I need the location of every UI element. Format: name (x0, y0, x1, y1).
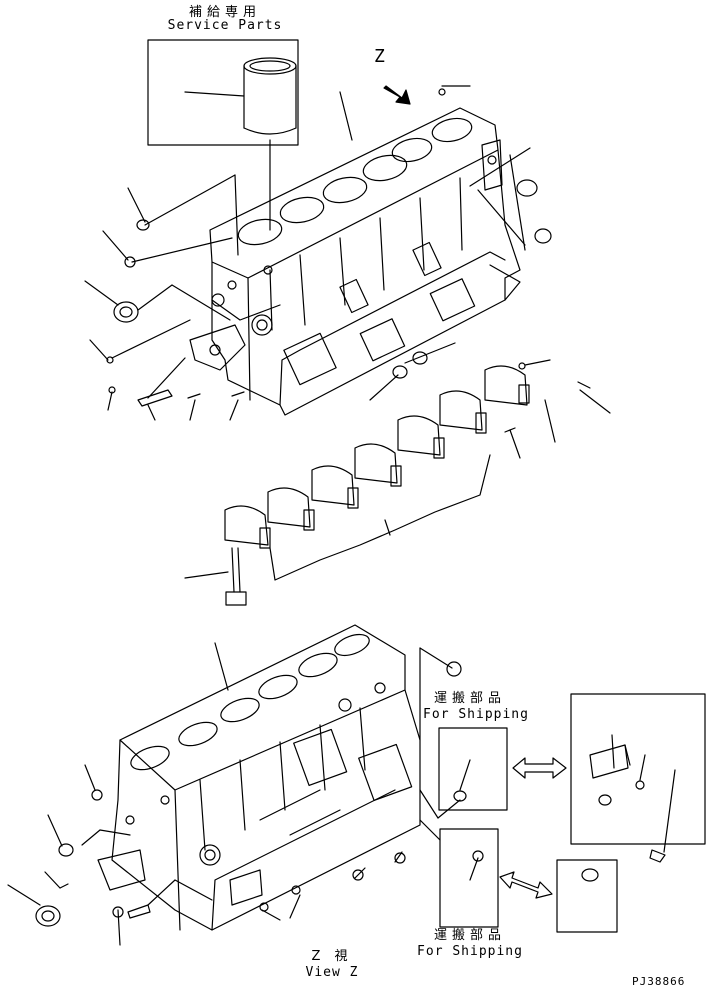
view-z-arrow (383, 85, 411, 105)
double-arrow-1 (512, 757, 567, 779)
bearing-caps-bracket (269, 454, 491, 581)
main-bolt (225, 547, 247, 606)
shipping-detail-box (570, 693, 706, 863)
cylinder-block-bottom (97, 624, 421, 931)
cylinder-liner (243, 57, 297, 135)
for-shipping-en-label-2: For Shipping (417, 944, 523, 959)
main-bearing-caps (224, 365, 530, 549)
service-parts-jp-label: 補給専用 (188, 5, 262, 20)
service-parts-box (147, 39, 299, 231)
view-z-jp-label: Z 視 (311, 949, 353, 964)
leader-line (184, 91, 245, 97)
leader-lines-top (84, 85, 611, 579)
shipping-detail-box-2 (556, 859, 618, 933)
shipping-box-1 (438, 727, 508, 811)
double-arrow-2 (499, 871, 553, 899)
drawing-id-label: PJ38866 (632, 975, 686, 988)
service-parts-en-label: Service Parts (167, 18, 283, 33)
for-shipping-jp-label-1: 運搬部品 (433, 691, 507, 706)
cylinder-bores (237, 117, 473, 246)
view-z-en-label: View Z (305, 965, 359, 980)
view-marker-label: Z (374, 46, 386, 67)
for-shipping-jp-label-2: 運搬部品 (433, 928, 507, 943)
cylinder-block-top (189, 107, 521, 416)
small-parts-top (106, 88, 591, 433)
leader-lines-bottom (7, 642, 676, 946)
for-shipping-en-label-1: For Shipping (423, 707, 529, 722)
small-parts-bottom (35, 661, 484, 927)
cylinder-bores-bottom (130, 633, 370, 771)
shipping-box-2 (439, 828, 499, 928)
